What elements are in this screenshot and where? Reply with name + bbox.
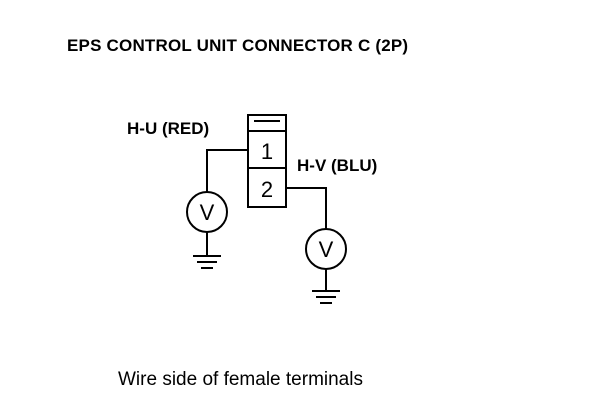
wire-label-h-v: H-V (BLU) — [297, 156, 378, 175]
ground-right-icon — [312, 290, 340, 304]
connector-latch — [247, 114, 287, 132]
diagram-caption: Wire side of female terminals — [118, 369, 363, 390]
voltmeter-right-icon: V — [305, 228, 347, 270]
diagram-title: EPS CONTROL UNIT CONNECTOR C (2P) — [67, 36, 409, 55]
wire-label-h-u: H-U (RED) — [127, 119, 210, 138]
wire-h-v — [286, 187, 327, 229]
wire-h-u — [206, 149, 248, 192]
ground-left-icon — [193, 255, 221, 269]
voltmeter-left-icon: V — [186, 191, 228, 233]
voltmeter-right-symbol: V — [319, 237, 334, 262]
terminal-1-number: 1 — [261, 139, 273, 164]
voltmeter-left-symbol: V — [200, 200, 215, 225]
terminal-2-number: 2 — [261, 177, 273, 202]
